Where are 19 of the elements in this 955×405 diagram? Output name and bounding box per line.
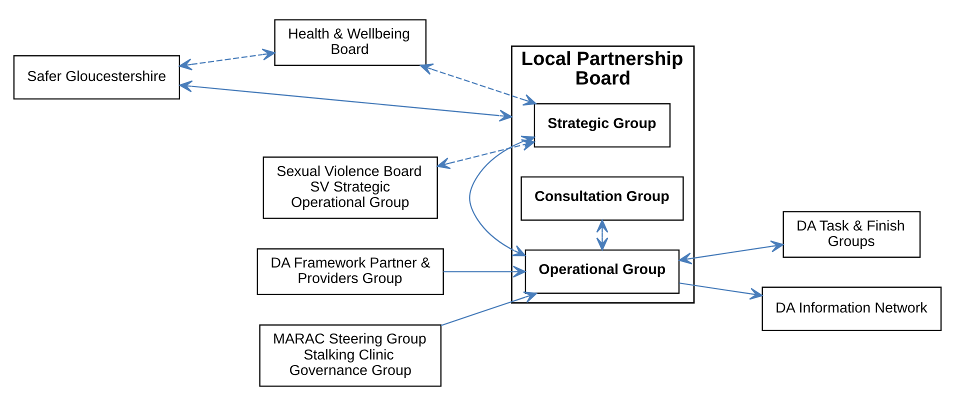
node-box: Consultation Group: [520, 176, 684, 220]
node-box: Health & Wellbeing Board: [274, 18, 427, 66]
arrow: [436, 138, 535, 169]
arrow: [440, 290, 538, 326]
arrow: [443, 265, 526, 278]
arrow: [679, 282, 763, 300]
arrow: [178, 48, 276, 70]
node-box: Operational Group: [524, 248, 680, 294]
node-box: DA Information Network: [762, 286, 942, 331]
arrow: [678, 240, 784, 264]
arrow: [596, 219, 608, 250]
node-box: DA Framework Partner & Providers Group: [256, 248, 444, 295]
node-box: Sexual Violence Board SV Strategic Operational Group: [262, 156, 438, 218]
node-box: Safer Gloucestershire: [13, 54, 180, 100]
arrow: [179, 80, 512, 122]
node-box: MARAC Steering Group Stalking Clinic Governance Group: [259, 324, 442, 386]
node-box: DA Task & Finish Groups: [782, 210, 921, 258]
arrow: [420, 62, 536, 106]
node-box: Strategic Group: [534, 102, 671, 148]
